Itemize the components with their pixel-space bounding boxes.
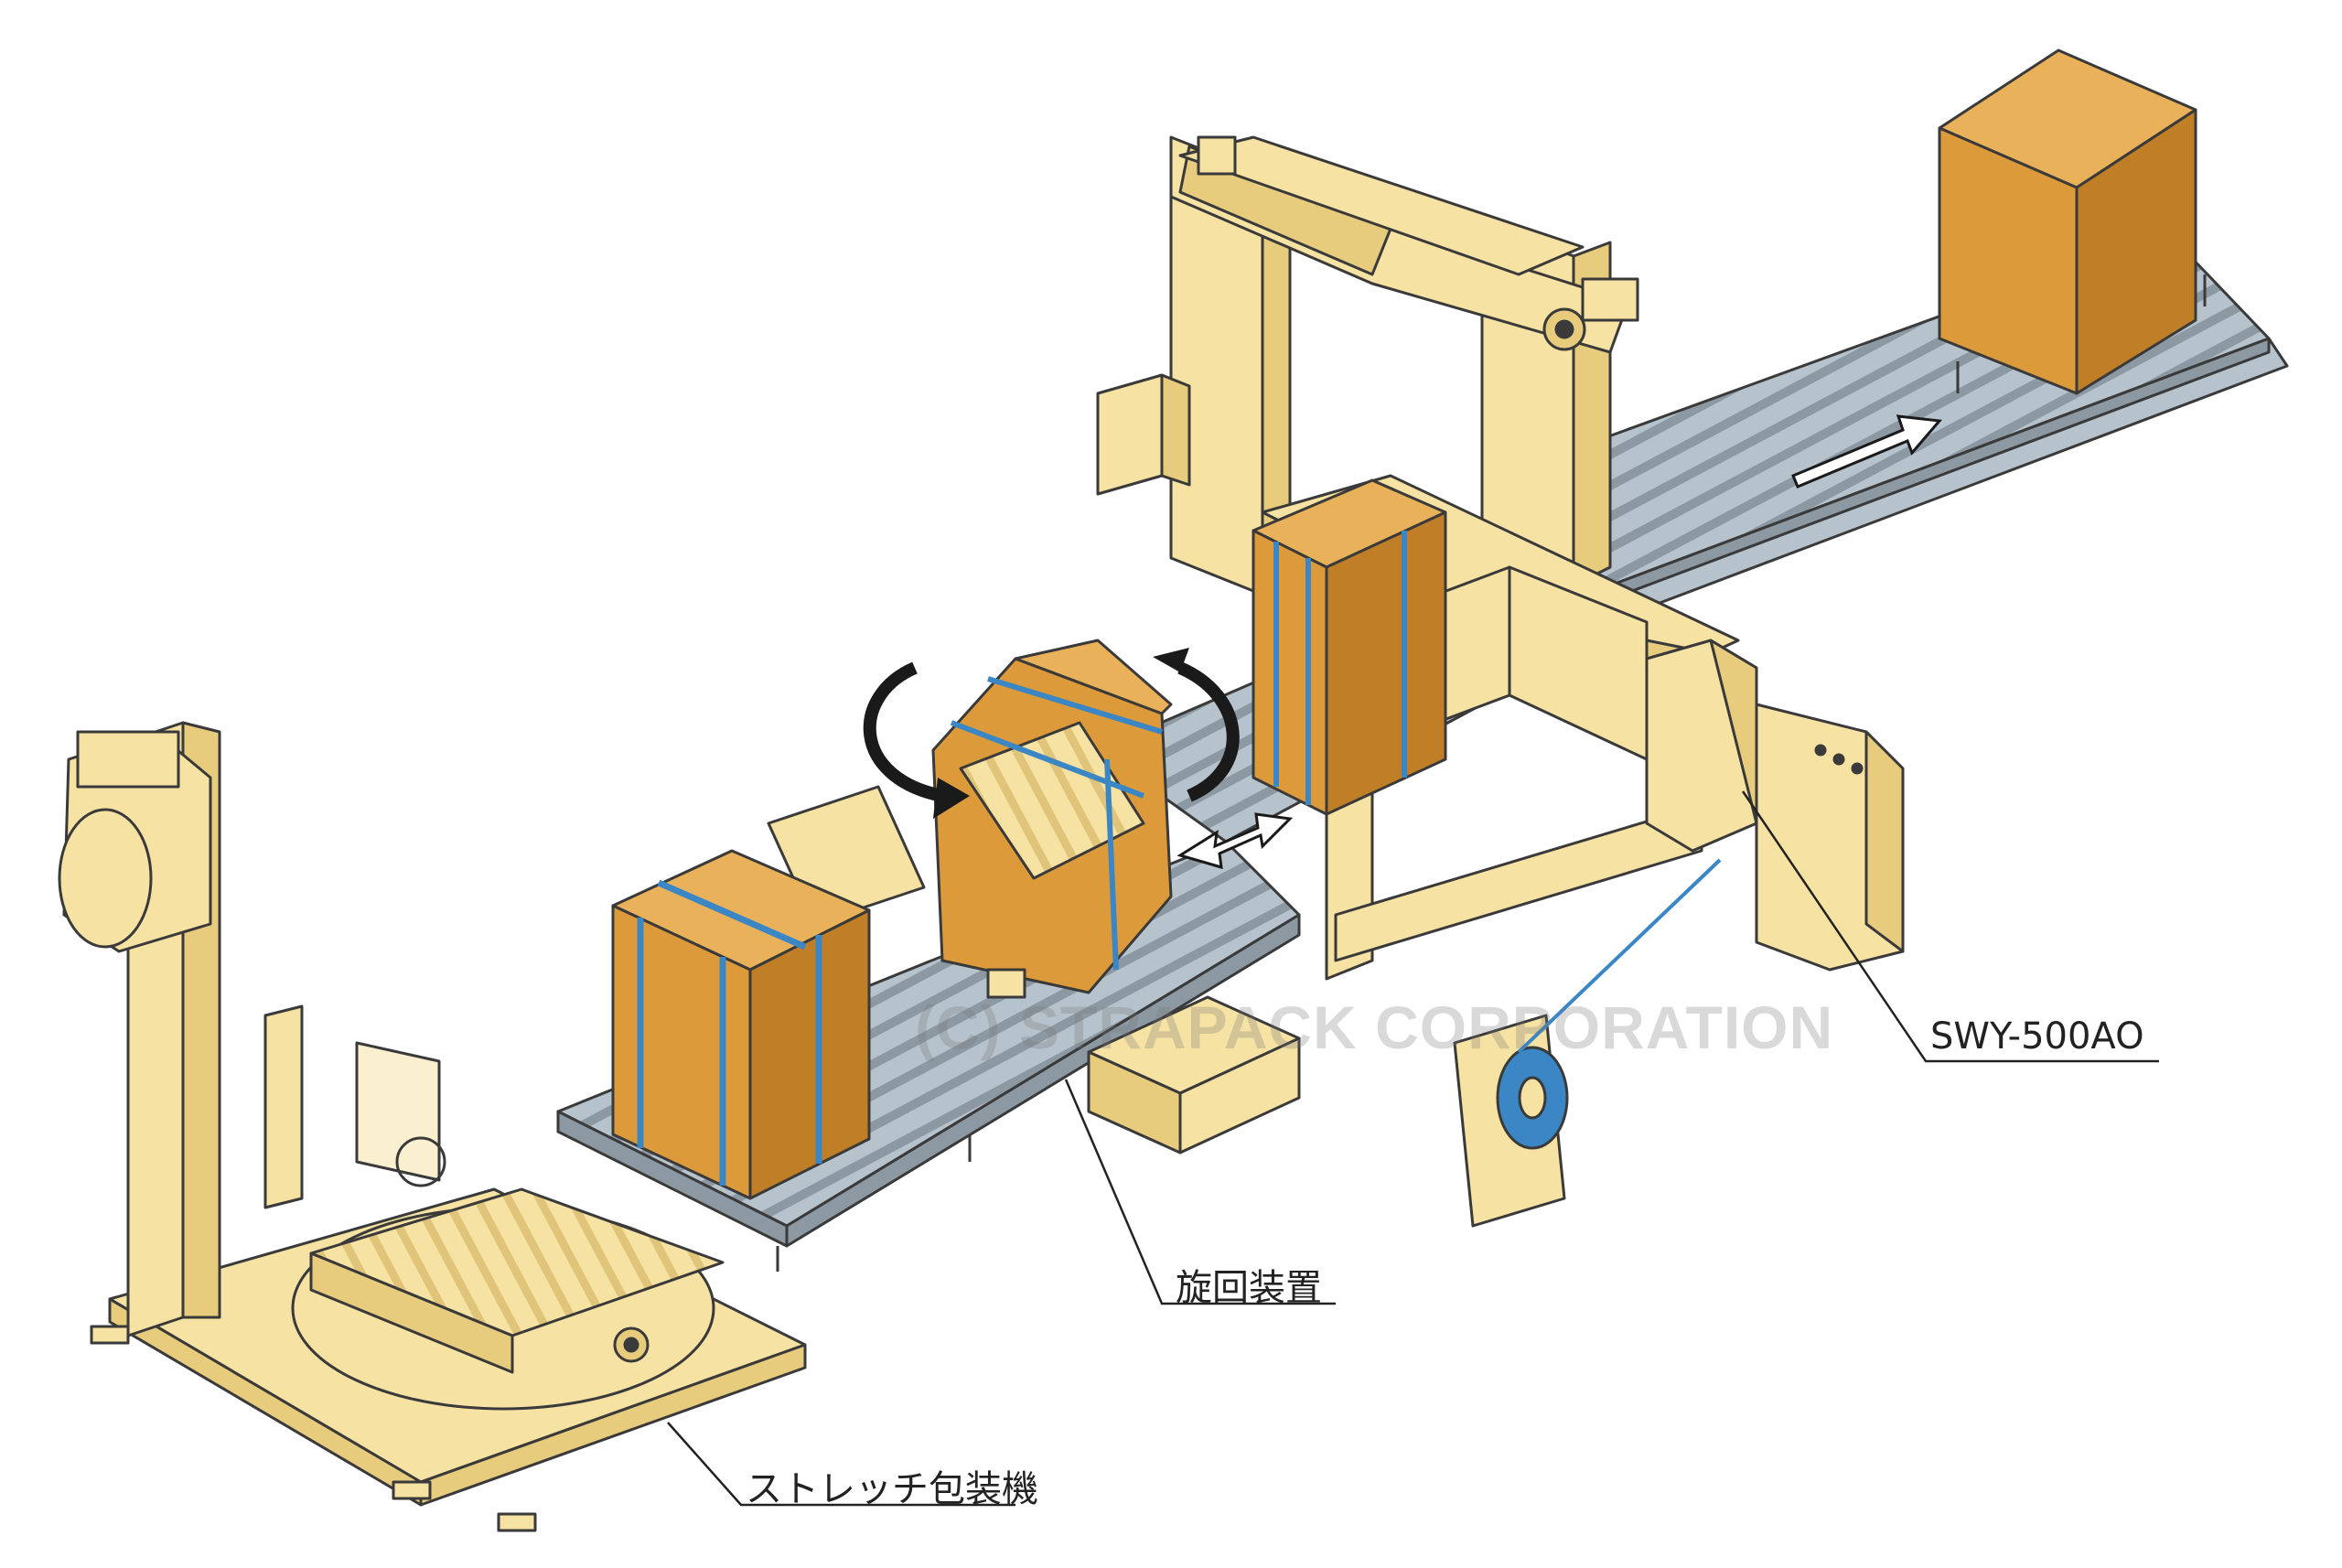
callout-line-rotator: [1064, 1079, 1336, 1305]
rotate-arrow-right: [1177, 661, 1240, 802]
box-in-strapper: [1252, 478, 1447, 816]
infeed-direction-arrow: [1791, 414, 1942, 489]
traverse-arrow: [1176, 812, 1294, 870]
label-rotator: 旋回装置: [1176, 1267, 1322, 1309]
strapped-box: [611, 849, 871, 1200]
small-yellow-box: [1087, 995, 1301, 1155]
box-on-infeed: [1938, 48, 2197, 395]
callout-lines: [667, 790, 2159, 1507]
label-model: SWY-500AO: [1930, 1015, 2144, 1058]
strapping-machine: [1096, 135, 1905, 1228]
label-stretch-wrapper: ストレッチ包装機: [746, 1468, 1038, 1510]
rotator-unit: [931, 639, 1173, 999]
callout-line-model: [1741, 790, 2159, 1063]
copyright-watermark: (C) STRAPACK CORPORATION: [915, 993, 1834, 1061]
flow-arrows: [863, 414, 1942, 870]
callout-line-stretch-wrapper: [667, 1422, 1015, 1507]
stretch-wrapper: [58, 721, 807, 1532]
rotate-arrow-left: [863, 661, 944, 802]
